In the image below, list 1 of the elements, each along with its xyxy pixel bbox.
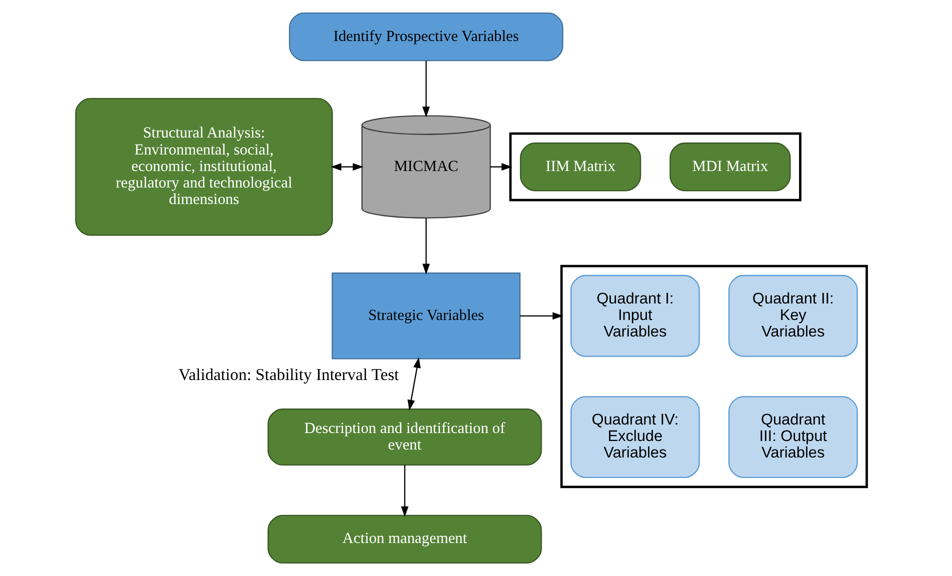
edge-label: Validation: Stability Interval Test — [178, 364, 399, 384]
